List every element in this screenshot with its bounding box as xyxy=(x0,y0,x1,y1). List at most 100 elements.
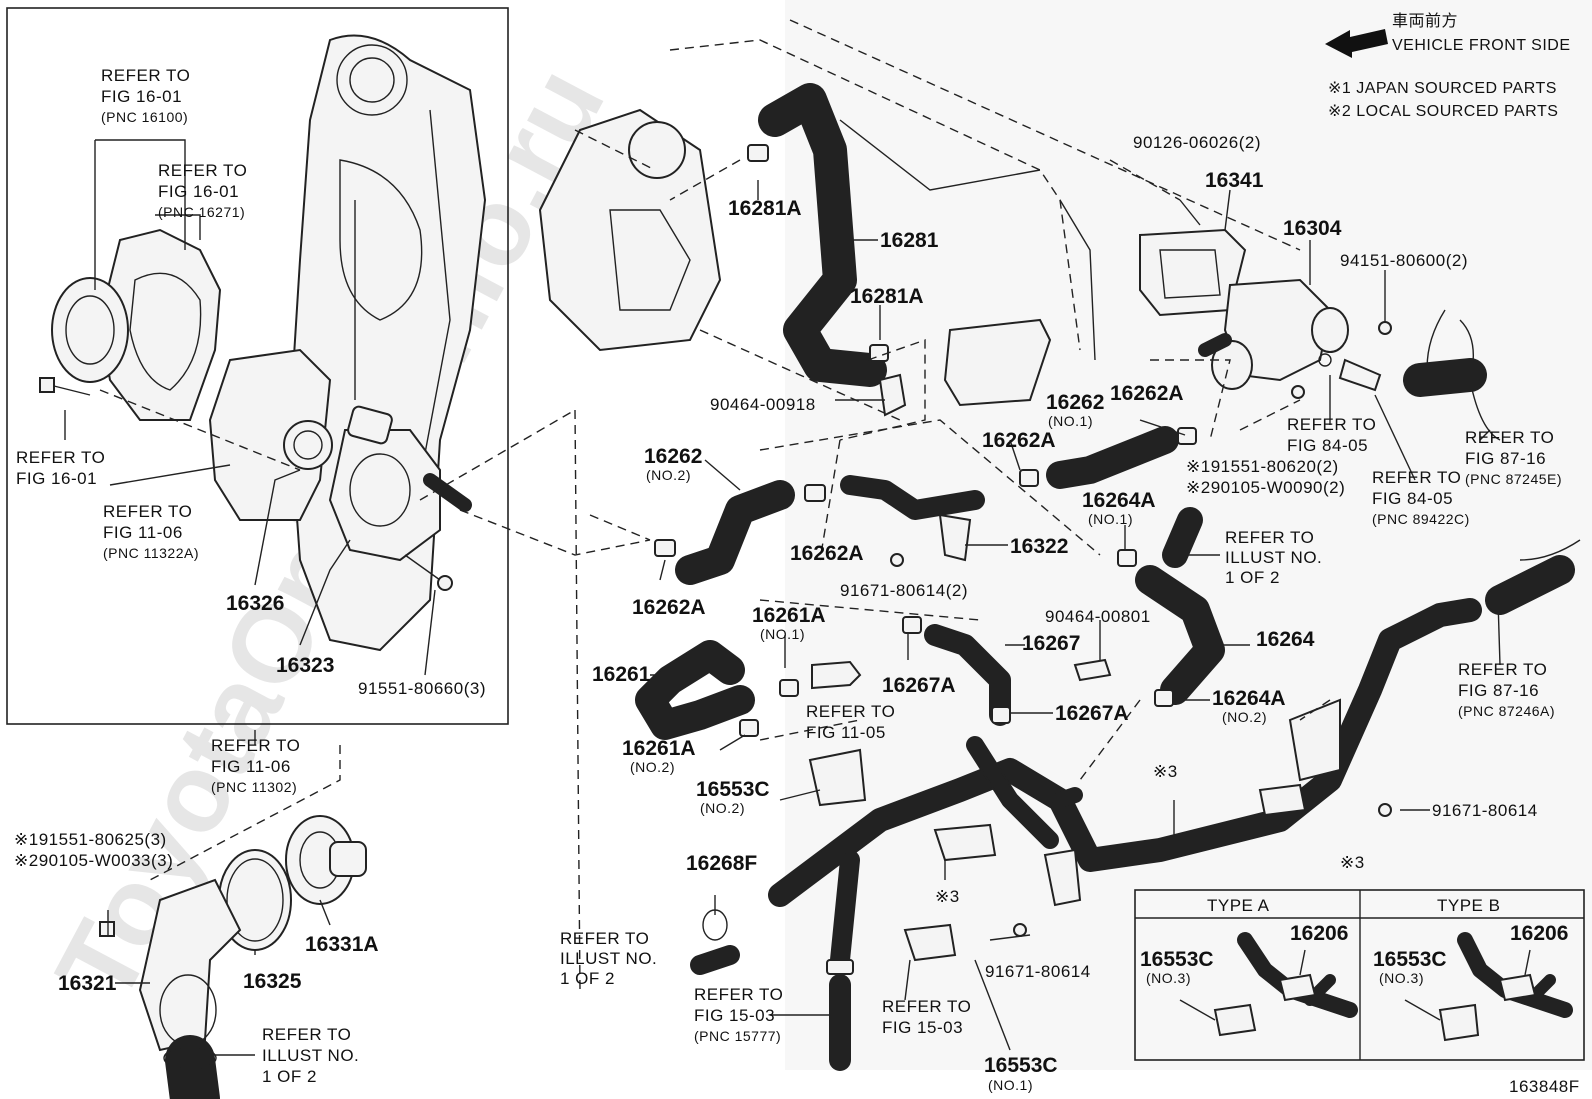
label-16262-no2: 16262 xyxy=(644,445,702,468)
label-16281a-mid: 16281A xyxy=(850,285,924,308)
label-16553c-no2-sub: (NO.2) xyxy=(700,800,745,816)
svg-text:REFER TO: REFER TO xyxy=(1372,468,1461,487)
svg-text:FIG 84-05: FIG 84-05 xyxy=(1372,489,1453,508)
thermostat-housing-inset xyxy=(328,405,472,562)
label-91671-80614-c: 91671-80614 xyxy=(1432,801,1538,820)
svg-text:REFER TO: REFER TO xyxy=(101,66,190,85)
svg-text:FIG 87-16: FIG 87-16 xyxy=(1458,681,1539,700)
ref-fig-16-01: REFER TO FIG 16-01 xyxy=(16,448,105,488)
svg-text:1 OF 2: 1 OF 2 xyxy=(1225,568,1280,587)
label-16261a-no1-sub: (NO.1) xyxy=(760,626,805,642)
type-a-16553c-sub: (NO.3) xyxy=(1146,970,1191,986)
svg-text:REFER TO: REFER TO xyxy=(1458,660,1547,679)
label-16304: 16304 xyxy=(1283,217,1342,240)
svg-text:REFER TO: REFER TO xyxy=(560,929,649,948)
pipe-16322 xyxy=(759,419,1101,567)
note-191551-80620: ※191551-80620(2) xyxy=(1186,457,1339,476)
label-16264a-no1-sub: (NO.1) xyxy=(1088,511,1133,527)
svg-text:FIG 11-06: FIG 11-06 xyxy=(103,523,183,542)
hose-16267 xyxy=(902,616,1112,726)
bolt-91551-80660 xyxy=(404,554,453,591)
label-16331a: 16331A xyxy=(305,933,379,956)
label-16267: 16267 xyxy=(1022,632,1080,655)
label-16553c-no1: 16553C xyxy=(984,1054,1058,1077)
label-16261a-no1: 16261A xyxy=(752,604,826,627)
bolt-inset-left xyxy=(39,377,91,396)
type-b-16553c-sub: (NO.3) xyxy=(1379,970,1424,986)
type-b-16206: 16206 xyxy=(1510,922,1568,945)
hose-16261 xyxy=(635,599,981,751)
svg-text:FIG 11-06: FIG 11-06 xyxy=(211,757,291,776)
label-16264a-no1: 16264A xyxy=(1082,489,1156,512)
ref-pnc-87245e: REFER TO FIG 87-16 (PNC 87245E) xyxy=(1465,428,1562,487)
ref-illust-1-of-2-right: REFER TO ILLUST NO. 1 OF 2 xyxy=(1225,528,1322,587)
water-pump-housing xyxy=(51,228,222,421)
label-91551-80660: 91551-80660(3) xyxy=(358,679,486,698)
svg-text:(PNC 16100): (PNC 16100) xyxy=(101,109,188,125)
note-japan-sourced: ※1 JAPAN SOURCED PARTS xyxy=(1328,80,1557,97)
svg-text:FIG 16-01: FIG 16-01 xyxy=(16,469,97,488)
label-16264: 16264 xyxy=(1256,628,1315,651)
svg-text:FIG 15-03: FIG 15-03 xyxy=(882,1018,963,1037)
label-16281: 16281 xyxy=(880,229,939,252)
note-x3: ※3 xyxy=(1153,762,1178,781)
inset-left-frame xyxy=(6,7,509,725)
note-290105-w0090: ※290105-W0090(2) xyxy=(1186,478,1345,497)
label-16326: 16326 xyxy=(226,592,284,615)
jp-direction-label: 車両前方 xyxy=(1392,12,1458,30)
ref-pnc-87246a: REFER TO FIG 87-16 (PNC 87246A) xyxy=(1458,660,1555,719)
svg-text:(PNC 87245E): (PNC 87245E) xyxy=(1465,471,1562,487)
svg-text:REFER TO: REFER TO xyxy=(158,161,247,180)
label-16261: 16261 xyxy=(592,663,651,686)
ref-fig-15-03: REFER TO FIG 15-03 xyxy=(882,997,971,1037)
svg-text:(PNC 89422C): (PNC 89422C) xyxy=(1372,511,1470,527)
svg-text:REFER TO: REFER TO xyxy=(211,736,300,755)
inset-leaders xyxy=(64,139,651,676)
main-water-pipe xyxy=(574,409,1482,1071)
svg-text:REFER TO: REFER TO xyxy=(1465,428,1554,447)
svg-text:FIG 11-05: FIG 11-05 xyxy=(806,723,886,742)
svg-text:(PNC 87246A): (PNC 87246A) xyxy=(1458,703,1555,719)
svg-text:REFER TO: REFER TO xyxy=(882,997,971,1016)
label-90464-00918: 90464-00918 xyxy=(710,395,816,414)
direction-label: VEHICLE FRONT SIDE xyxy=(1392,37,1571,54)
svg-text:FIG 87-16: FIG 87-16 xyxy=(1465,449,1546,468)
label-16267a-2: 16267A xyxy=(1055,702,1129,725)
label-91671-80614-b: 91671-80614 xyxy=(985,962,1091,981)
svg-text:FIG 84-05: FIG 84-05 xyxy=(1287,436,1368,455)
label-16323: 16323 xyxy=(276,654,334,677)
lower-left-parts xyxy=(99,730,367,1099)
note-191551-80625: ※191551-80625(3) xyxy=(14,830,167,849)
svg-text:REFER TO: REFER TO xyxy=(694,985,783,1004)
note-local-sourced: ※2 LOCAL SOURCED PARTS xyxy=(1328,103,1558,120)
label-90126-06026: 90126-06026(2) xyxy=(1133,133,1261,152)
label-16553c-no2: 16553C xyxy=(696,778,770,801)
label-16262a-right-1: 16262A xyxy=(1110,382,1184,405)
ref-fig-84-05-a: REFER TO FIG 84-05 xyxy=(1287,415,1376,455)
note-290105-w0033: ※290105-W0033(3) xyxy=(14,851,173,870)
label-16262a-right-2: 16262A xyxy=(982,429,1056,452)
label-16261a-no2: 16261A xyxy=(622,737,696,760)
label-16281a-top: 16281A xyxy=(728,197,802,220)
label-16268f: 16268F xyxy=(686,852,757,875)
right-assembly xyxy=(943,159,1581,721)
water-pump-body xyxy=(208,348,333,521)
label-16262-no2-sub: (NO.2) xyxy=(646,467,691,483)
label-16262-no1: 16262 xyxy=(1046,391,1104,414)
ref-pnc-11302: REFER TO FIG 11-06 (PNC 11302) xyxy=(211,736,300,795)
svg-text:ILLUST NO.: ILLUST NO. xyxy=(262,1046,359,1065)
ref-illust-1-of-2-center: REFER TO ILLUST NO. 1 OF 2 xyxy=(560,929,657,988)
svg-text:(PNC 11322A): (PNC 11322A) xyxy=(103,545,199,561)
svg-text:(PNC 11302): (PNC 11302) xyxy=(211,779,297,795)
label-91671-80614-2: 91671-80614(2) xyxy=(840,581,968,600)
label-16322: 16322 xyxy=(1010,535,1068,558)
ref-pnc-11322a: REFER TO FIG 11-06 (PNC 11322A) xyxy=(103,502,199,561)
type-a-header: TYPE A xyxy=(1207,896,1270,915)
types-box-title: ※3 xyxy=(1340,853,1365,872)
type-b-header: TYPE B xyxy=(1437,896,1500,915)
svg-text:FIG 16-01: FIG 16-01 xyxy=(158,182,239,201)
svg-text:(PNC 16271): (PNC 16271) xyxy=(158,204,245,220)
direction-arrow-icon xyxy=(1325,29,1388,58)
label-16267a-1: 16267A xyxy=(882,674,956,697)
center-engine-part xyxy=(538,108,901,421)
